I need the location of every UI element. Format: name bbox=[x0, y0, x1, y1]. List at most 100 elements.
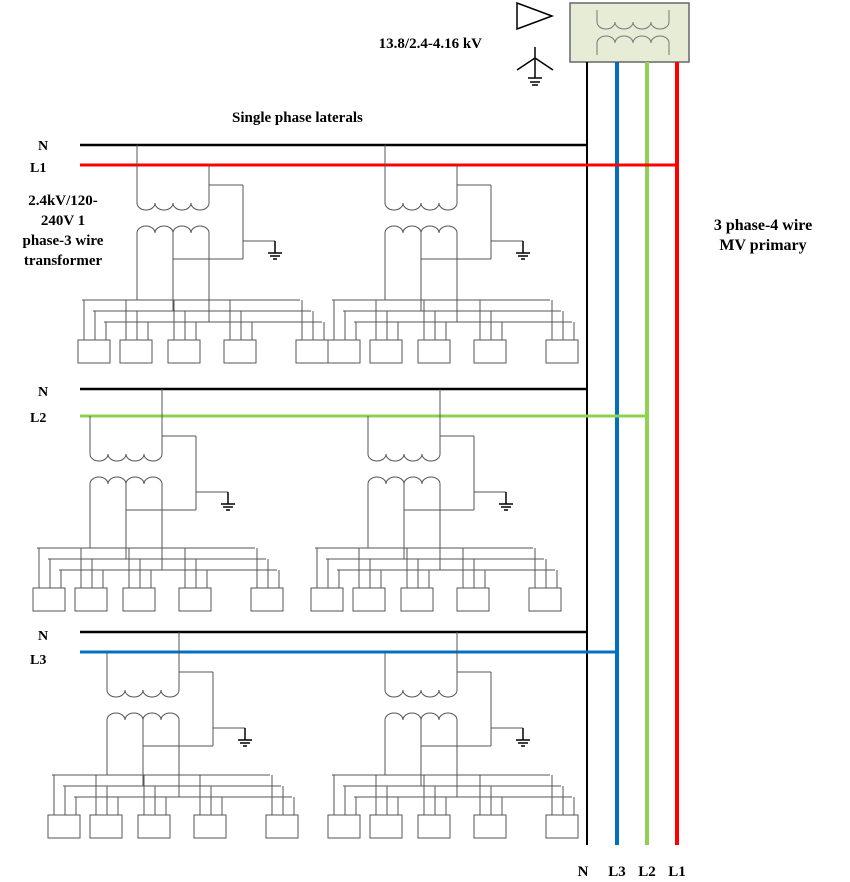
primary-label: 3 phase-4 wire bbox=[714, 217, 812, 234]
primary-coil bbox=[89, 453, 163, 462]
load-box bbox=[545, 339, 579, 364]
customer-load bbox=[32, 548, 66, 612]
load-box bbox=[417, 339, 451, 364]
load-box bbox=[77, 339, 111, 364]
customer-load bbox=[178, 548, 212, 612]
ground-icon bbox=[221, 492, 235, 511]
bus-label-l2: L2 bbox=[638, 864, 656, 880]
load-box bbox=[369, 339, 403, 364]
primary-coil bbox=[136, 202, 210, 211]
load-box bbox=[327, 339, 361, 364]
secondary-coil bbox=[89, 476, 163, 485]
load-box bbox=[119, 339, 153, 364]
ground-icon bbox=[238, 728, 252, 747]
customer-load bbox=[122, 548, 156, 612]
load-box bbox=[89, 814, 123, 839]
customer-load bbox=[327, 775, 361, 839]
distribution-transformer bbox=[77, 145, 329, 364]
bus-label-n: N bbox=[578, 864, 589, 880]
lateral-l1 bbox=[77, 143, 677, 364]
customer-load bbox=[310, 548, 344, 612]
secondary-coil bbox=[367, 476, 441, 485]
lateral-neutral-label: N bbox=[38, 629, 48, 644]
primary-coil bbox=[367, 453, 441, 462]
secondary-coil bbox=[384, 712, 458, 721]
transformer-label: transformer bbox=[24, 253, 103, 269]
lateral-neutral-label: N bbox=[38, 385, 48, 400]
customer-load bbox=[417, 775, 451, 839]
customer-load bbox=[400, 548, 434, 612]
transformer-label: phase-3 wire bbox=[23, 233, 104, 249]
distribution-transformer bbox=[310, 389, 562, 612]
customer-load bbox=[119, 300, 153, 364]
primary-coil bbox=[384, 689, 458, 698]
lateral-neutral-label: N bbox=[38, 139, 48, 154]
ground-icon bbox=[516, 728, 530, 747]
load-box bbox=[327, 814, 361, 839]
lateral-phase-label: L3 bbox=[30, 653, 46, 668]
load-box bbox=[369, 814, 403, 839]
load-box bbox=[167, 339, 201, 364]
load-box bbox=[295, 339, 329, 364]
customer-load bbox=[77, 300, 111, 364]
customer-load bbox=[137, 775, 171, 839]
lateral-l3 bbox=[47, 630, 617, 839]
customer-load bbox=[74, 548, 108, 612]
customer-load bbox=[265, 775, 299, 839]
load-box bbox=[250, 587, 284, 612]
load-box bbox=[265, 814, 299, 839]
ground-icon bbox=[516, 241, 530, 260]
load-box bbox=[400, 587, 434, 612]
primary-label: MV primary bbox=[719, 237, 806, 254]
load-box bbox=[32, 587, 66, 612]
load-box bbox=[528, 587, 562, 612]
laterals-heading: Single phase laterals bbox=[232, 110, 363, 126]
customer-load bbox=[295, 300, 329, 364]
customer-load bbox=[167, 300, 201, 364]
load-box bbox=[193, 814, 227, 839]
customer-load bbox=[369, 775, 403, 839]
customer-load bbox=[473, 300, 507, 364]
bus-label-l1: L1 bbox=[668, 864, 686, 880]
customer-load bbox=[369, 300, 403, 364]
secondary-coil bbox=[136, 225, 210, 234]
load-box bbox=[473, 339, 507, 364]
distribution-transformer bbox=[327, 145, 579, 364]
customer-load bbox=[223, 300, 257, 364]
customer-load bbox=[545, 300, 579, 364]
transformer-label: 2.4kV/120- bbox=[28, 193, 98, 209]
lateral-phase-label: L1 bbox=[30, 161, 46, 176]
customer-load bbox=[528, 548, 562, 612]
load-box bbox=[122, 587, 156, 612]
load-box bbox=[456, 587, 490, 612]
transformer-label: 240V 1 bbox=[41, 213, 85, 229]
load-box bbox=[47, 814, 81, 839]
secondary-coil bbox=[384, 225, 458, 234]
customer-load bbox=[417, 300, 451, 364]
load-box bbox=[545, 814, 579, 839]
lateral-l2 bbox=[32, 387, 647, 612]
ground-icon bbox=[499, 492, 513, 511]
primary-coil bbox=[106, 689, 180, 698]
load-box bbox=[417, 814, 451, 839]
load-box bbox=[178, 587, 212, 612]
load-box bbox=[473, 814, 507, 839]
customer-load bbox=[327, 300, 361, 364]
load-box bbox=[74, 587, 108, 612]
bus-label-l3: L3 bbox=[608, 864, 626, 880]
load-box bbox=[223, 339, 257, 364]
source-triangle-icon bbox=[516, 1, 555, 31]
load-box bbox=[137, 814, 171, 839]
customer-load bbox=[47, 775, 81, 839]
voltage-label: 13.8/2.4-4.16 kV bbox=[379, 36, 483, 52]
customer-load bbox=[473, 775, 507, 839]
customer-load bbox=[89, 775, 123, 839]
load-box bbox=[352, 587, 386, 612]
primary-coil bbox=[384, 202, 458, 211]
secondary-coil bbox=[106, 712, 180, 721]
distribution-transformer bbox=[47, 632, 299, 839]
customer-load bbox=[250, 548, 284, 612]
ground-icon bbox=[268, 241, 282, 260]
distribution-transformer bbox=[32, 389, 284, 612]
